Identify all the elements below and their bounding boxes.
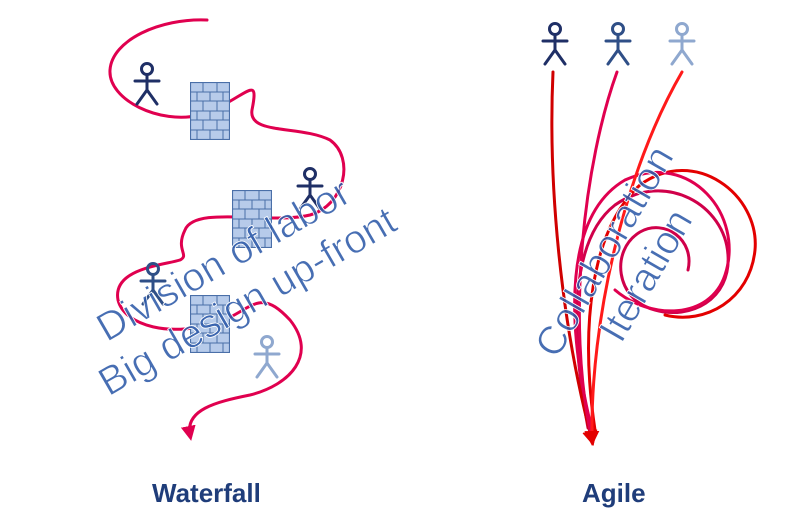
person-icon	[604, 22, 632, 66]
waterfall-caption: Waterfall	[152, 478, 261, 508]
agile-iteration-loop	[587, 169, 757, 432]
agile-caption: Agile	[582, 478, 646, 508]
agile-flow-path	[550, 70, 597, 446]
agile-iteration-loop	[573, 171, 731, 432]
agile-overlay-text: Collaboration Iteration	[526, 138, 702, 365]
agile-flow-path	[577, 70, 619, 446]
brick-wall-icon	[190, 82, 230, 140]
person-icon	[133, 62, 161, 106]
person-icon	[541, 22, 569, 66]
agile-flow-path	[584, 70, 684, 446]
person-icon	[668, 22, 696, 66]
person-icon	[253, 335, 281, 379]
waterfall-section: Division of labor Big design up-front	[89, 18, 404, 441]
agile-section: Collaboration Iteration	[526, 22, 757, 446]
